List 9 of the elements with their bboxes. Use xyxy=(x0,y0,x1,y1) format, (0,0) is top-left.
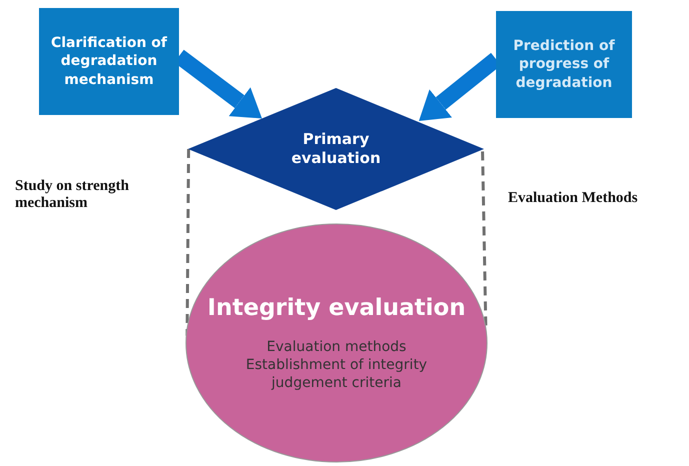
side-label: Evaluation Methods xyxy=(508,190,638,207)
node-text: Evaluation methods xyxy=(266,338,406,356)
node-title: Primary evaluation xyxy=(290,130,382,168)
node-text: Establishment of integrity judgement criteria xyxy=(244,356,428,392)
node-title: Clarification of degradation mechanism xyxy=(50,34,168,89)
dashed-connector xyxy=(186,148,190,336)
side-label: Study on strength mechanism xyxy=(15,178,130,212)
node-title: Prediction of progress of degradation xyxy=(512,37,616,92)
node-title: Integrity evaluation xyxy=(207,294,466,323)
